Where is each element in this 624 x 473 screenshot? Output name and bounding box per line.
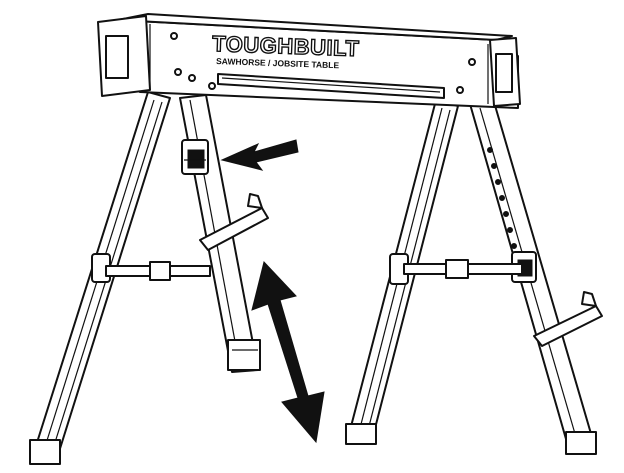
right-cross-brace bbox=[403, 259, 523, 279]
arrow-left-icon bbox=[220, 139, 299, 171]
svg-text:TOUGHBUILT: TOUGHBUILT bbox=[212, 31, 360, 61]
right-side-hook bbox=[533, 291, 603, 347]
beam-end-cap-right bbox=[489, 37, 521, 107]
right-leg-holes bbox=[487, 147, 517, 249]
top-beam bbox=[117, 13, 519, 109]
left-side-hook bbox=[199, 193, 269, 251]
double-arrow-vertical-icon bbox=[251, 260, 325, 444]
beam-end-cap-left bbox=[97, 15, 151, 97]
brand-logo: TOUGHBUILT SAWHORSE / JOBSITE TABLE bbox=[211, 30, 360, 70]
left-clamp-lever bbox=[181, 139, 209, 175]
beam-bolts bbox=[170, 32, 476, 94]
svg-text:SAWHORSE / JOBSITE TABLE: SAWHORSE / JOBSITE TABLE bbox=[216, 56, 340, 70]
left-cross-brace bbox=[105, 261, 211, 281]
